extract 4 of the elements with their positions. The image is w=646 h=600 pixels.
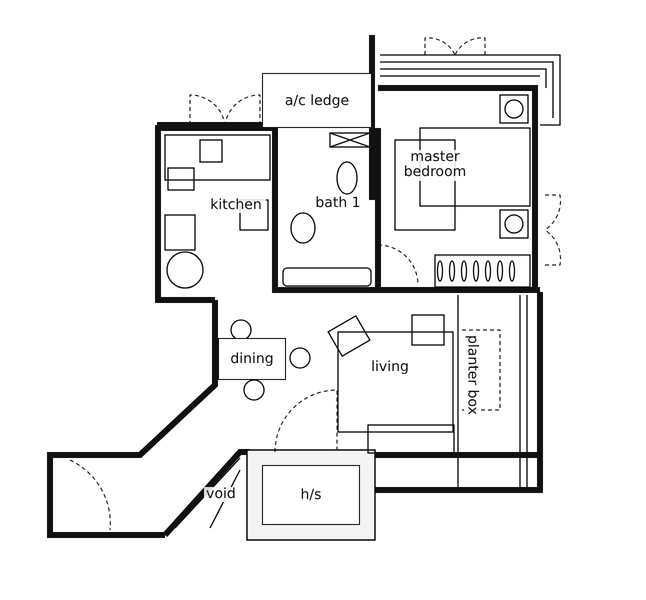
dining-table: dining — [218, 338, 286, 380]
room-label: planter box — [464, 335, 480, 415]
ledge-box: a/c ledge — [262, 73, 372, 128]
storage-box: h/s — [262, 465, 360, 525]
